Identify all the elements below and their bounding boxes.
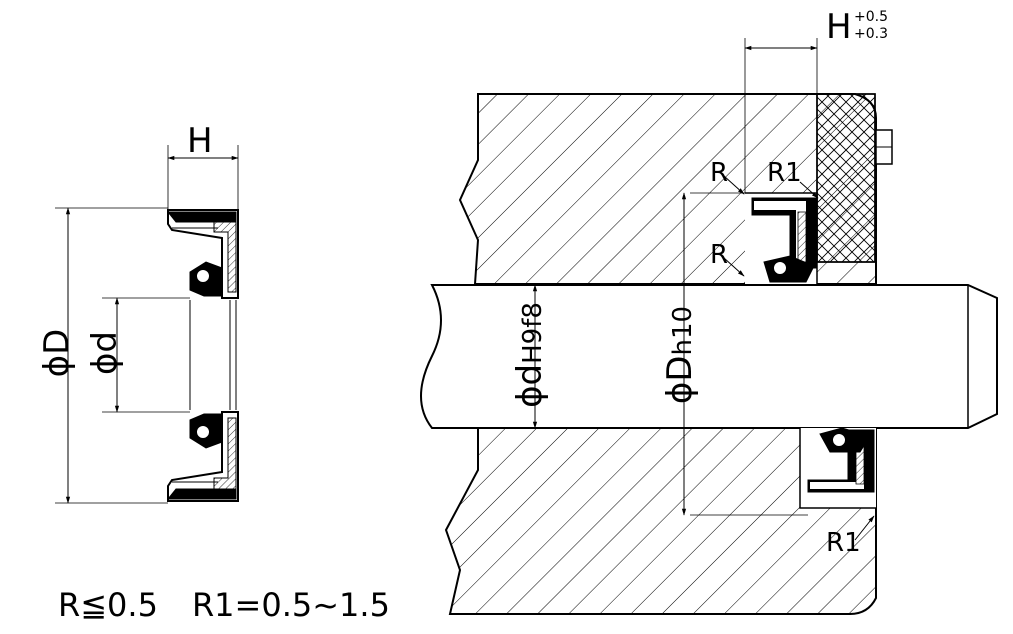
h-tolerance-lower: +0.3 [854, 26, 888, 42]
left-h-label: H [187, 121, 213, 161]
left-d-inner-label: ϕd [85, 331, 125, 376]
right-assembly-view [420, 38, 998, 615]
shaft-d-main: ϕd [510, 363, 550, 408]
r1-bottom-label: R1 [826, 528, 861, 558]
bore-d-tolerance: h10 [668, 305, 698, 356]
bore-d-main: ϕD [660, 355, 700, 405]
bore-d-label: ϕDh10 [660, 265, 700, 445]
radius-formula: R≦0.5 R1=0.5~1.5 [58, 586, 424, 624]
r-mid-label: R [710, 240, 729, 270]
h-tolerance-upper: +0.5 [854, 9, 888, 25]
shaft-d-label: ϕdH9f8 [510, 275, 550, 435]
shaft-d-tolerance: H9f8 [518, 302, 548, 364]
left-d-outer-label: ϕD [37, 328, 77, 378]
r1-top-label: R1 [767, 158, 802, 188]
right-h-label: H [826, 7, 852, 47]
left-seal-view [55, 145, 239, 504]
r-formula: R≦0.5 [58, 586, 158, 624]
r-top-label: R [710, 158, 729, 188]
r1-formula: R1=0.5~1.5 [191, 586, 390, 624]
